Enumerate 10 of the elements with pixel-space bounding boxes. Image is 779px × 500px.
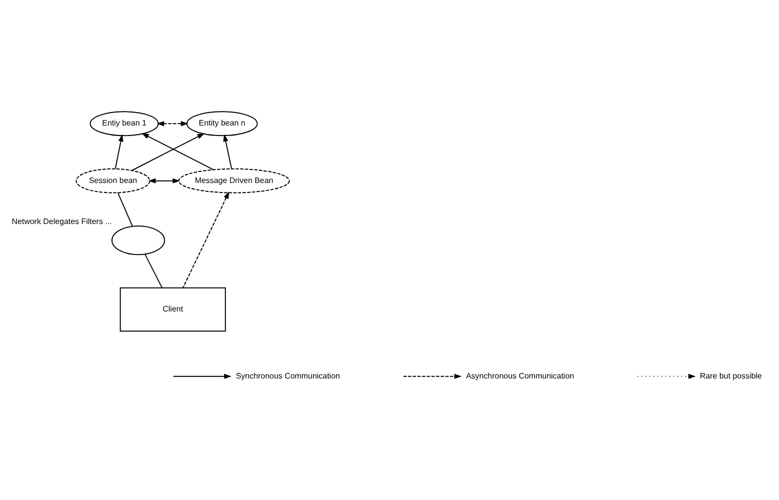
arrow: [114, 134, 124, 170]
arrow: [131, 133, 205, 171]
connector: [144, 254, 163, 288]
node-cloud: [112, 226, 166, 256]
arrow: [142, 133, 214, 170]
arrow: [182, 191, 230, 288]
arrow: [223, 134, 232, 170]
arrow: [156, 121, 188, 126]
connector: [117, 192, 133, 227]
arrow: [148, 178, 180, 184]
